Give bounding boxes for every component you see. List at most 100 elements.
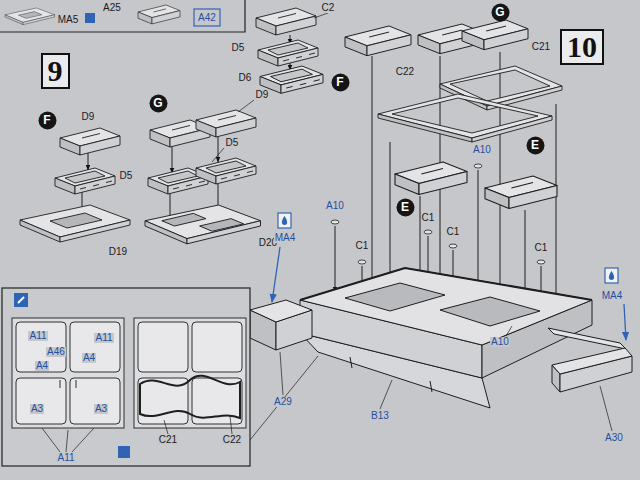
leader-line — [600, 386, 612, 431]
leader-line — [250, 356, 318, 440]
cement-icon — [85, 13, 95, 23]
assembly-arrow — [372, 56, 373, 292]
deck-opening — [345, 283, 445, 311]
cement-icon — [605, 268, 618, 283]
part-number: A11 — [28, 331, 47, 341]
tool-icon — [14, 293, 28, 307]
part-number: C21 — [158, 435, 178, 445]
part-number: D19 — [108, 247, 128, 257]
part-a29 — [250, 300, 312, 350]
part-number: D5 — [119, 171, 134, 181]
part-number: A10 — [490, 337, 510, 347]
node-text: G — [153, 97, 162, 109]
part-number: A46 — [46, 347, 66, 357]
frame-part — [55, 168, 115, 194]
part-number: A4 — [82, 353, 96, 363]
part-number: C1 — [421, 213, 436, 223]
block-part — [485, 176, 557, 208]
block-part — [196, 110, 256, 137]
hatch — [138, 322, 188, 372]
hull-detail — [350, 357, 432, 392]
node-text: 9 — [48, 56, 63, 86]
part-number: D5 — [231, 43, 246, 53]
leader-line — [72, 428, 94, 452]
node-text: F — [43, 114, 50, 126]
assembly-arrow — [218, 135, 219, 162]
part-number: MA5 — [57, 15, 80, 25]
block-part — [462, 20, 528, 50]
node-text: F — [336, 76, 343, 88]
part-number: C1 — [446, 227, 461, 237]
part-face — [378, 94, 552, 138]
part-number: A11 — [94, 333, 113, 343]
hatch — [70, 322, 120, 372]
pin-part — [537, 260, 545, 264]
part-number: C21 — [531, 42, 551, 52]
marker-circle — [526, 136, 544, 154]
leader-line — [314, 13, 328, 18]
cement-icon — [118, 446, 130, 458]
leader-line — [66, 430, 68, 452]
option-marker: F — [38, 111, 57, 130]
step-number: 10 — [560, 29, 604, 65]
step-number: 9 — [41, 53, 70, 89]
pin-part — [424, 230, 432, 234]
assembly-arrow — [172, 145, 173, 173]
node-text: 10 — [567, 32, 597, 62]
node-text: E — [531, 139, 539, 151]
part-face — [552, 348, 632, 374]
part-face — [250, 300, 312, 322]
leader-line — [164, 420, 168, 434]
inset-deck — [12, 318, 246, 428]
marker-circle — [491, 3, 509, 21]
part-number: C22 — [395, 67, 415, 77]
deck-plate — [134, 318, 246, 428]
assembly-arrow — [335, 226, 336, 292]
part-number: A11 — [56, 453, 75, 463]
frame-part — [196, 158, 256, 184]
hatch — [16, 378, 66, 424]
hatch — [70, 378, 120, 424]
block-part — [345, 26, 411, 56]
part-number: A29 — [273, 397, 293, 407]
marker-circle — [149, 94, 167, 112]
frame-outline — [140, 376, 240, 418]
marker-circle — [38, 111, 56, 129]
leader-lines — [42, 416, 232, 452]
part-number: A30 — [604, 433, 624, 443]
option-marker: G — [149, 94, 168, 113]
part-number: D5 — [225, 138, 240, 148]
part-number: C22 — [222, 435, 242, 445]
leader-line — [42, 428, 60, 452]
hull-b13 — [300, 268, 592, 408]
pin-part — [331, 220, 339, 224]
deck-opening — [440, 297, 540, 326]
pin-part — [449, 244, 457, 248]
marker-circle — [331, 73, 349, 91]
tool-icon-mark — [18, 297, 24, 303]
plate-part — [5, 8, 55, 25]
option-marker: G — [491, 3, 510, 22]
hull-rim — [300, 268, 592, 300]
marker-circle — [396, 198, 414, 216]
part-face — [548, 328, 626, 349]
leader-lines — [212, 100, 254, 162]
part-number: D9 — [255, 90, 270, 100]
part-face — [440, 66, 562, 106]
node-text: G — [495, 6, 504, 18]
block-part — [138, 5, 180, 24]
option-marker: F — [331, 73, 350, 92]
node-text: E — [401, 201, 409, 213]
part-number: A3 — [30, 404, 44, 414]
part-tag-box — [194, 9, 220, 26]
part-number: A10 — [325, 201, 345, 211]
cement-icon — [278, 213, 291, 228]
part-number: A4 — [35, 361, 49, 371]
part-number: A25 — [102, 3, 122, 13]
deck-plate — [12, 318, 124, 428]
pin-part — [474, 164, 482, 168]
part-number: C1 — [534, 243, 549, 253]
part-detail — [60, 380, 76, 388]
leader-line — [280, 352, 283, 395]
hull-deck — [300, 268, 592, 345]
